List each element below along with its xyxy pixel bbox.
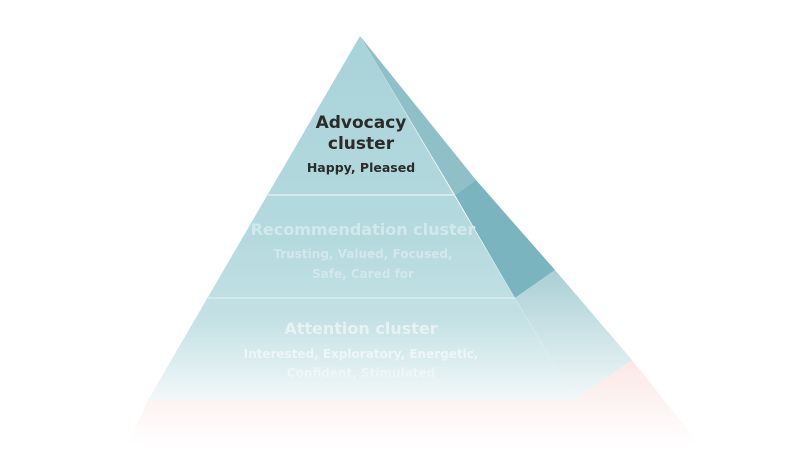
tier-recommendation-subtitle-line2: Safe, Cared for — [312, 267, 414, 281]
tier-recommendation-subtitle-line1: Trusting, Valued, Focused, — [273, 247, 452, 261]
pyramid-front-face — [148, 36, 575, 400]
tier-attention-subtitle-line2: Confident, Stimulated — [287, 366, 435, 380]
base-fade — [128, 360, 700, 445]
tier-advocacy-title-line2: cluster — [328, 134, 395, 154]
tier-attention-title: Attention cluster — [284, 319, 437, 338]
pyramid-side-top — [360, 36, 476, 195]
tier-advocacy-subtitle: Happy, Pleased — [307, 160, 415, 175]
tier-advocacy-title-line1: Advocacy — [316, 113, 407, 133]
pyramid-side-low — [515, 270, 632, 400]
tier-attention-subtitle-line1: Interested, Exploratory, Energetic, — [244, 347, 479, 361]
tier-recommendation-title: Recommendation cluster — [251, 220, 476, 239]
pyramid-side-mid — [455, 180, 555, 298]
